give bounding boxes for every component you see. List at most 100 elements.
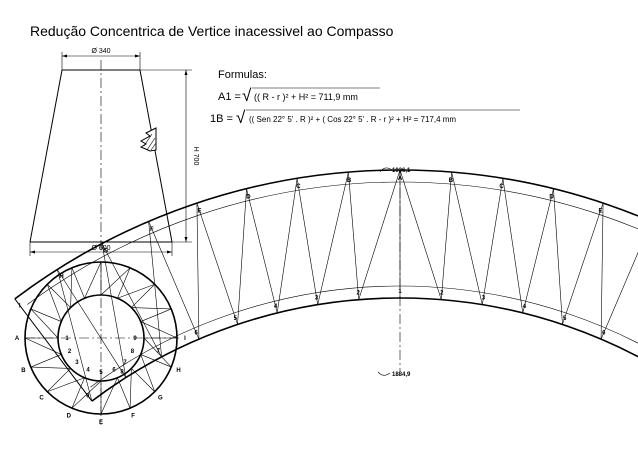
fold-line-diagonal [502, 178, 524, 313]
fold-line-straight [57, 269, 127, 378]
plan-inner-label: 5 [99, 370, 103, 376]
section-hatch-1 [143, 133, 153, 147]
height-dim-arrow-bottom [184, 237, 188, 242]
fold-line-diagonal [101, 243, 127, 378]
section-hatch-2 [146, 137, 156, 151]
plan-outer-label: E [99, 420, 103, 426]
outer-point-label: D [246, 194, 251, 200]
height-label: H 700 [192, 147, 199, 166]
elevation-view: Ø 340 Ø 600 H 700 [29, 48, 199, 256]
plan-outer-label: A [15, 336, 20, 342]
formulas-block: Formulas: A1 = √ (( R - r )² + H² = 711,… [210, 69, 520, 127]
facet-diagonal [71, 380, 102, 409]
facet-diagonal [100, 377, 118, 415]
outer-point-label: I [19, 303, 21, 309]
fold-line-diagonal [196, 203, 200, 340]
bottom-diameter-label: Ø 600 [91, 245, 110, 252]
facet-diagonal [30, 308, 59, 339]
fold-line-straight [482, 178, 504, 305]
plan-outer-label: G [158, 395, 163, 401]
facet-line [30, 308, 62, 322]
top-diameter-label: Ø 340 [91, 48, 110, 55]
inner-label-arc [90, 285, 638, 388]
height-dim-arrow-top [184, 70, 188, 75]
inner-point-label: 7 [157, 349, 161, 355]
outer-point-label: H [59, 274, 63, 280]
facet-diagonal [131, 307, 172, 310]
facet-diagonal [46, 284, 62, 322]
plan-inner-label: 1 [65, 336, 69, 342]
outer-point-label: B [347, 178, 352, 184]
fold-line-diagonal [451, 172, 483, 305]
plan-inner-label: 9 [133, 336, 137, 342]
inner-point-label: 5 [563, 316, 567, 322]
inner-arc [91, 297, 638, 402]
fold-line-diagonal [317, 172, 349, 305]
facet-diagonal [84, 261, 102, 299]
left-slant-edge [29, 69, 63, 243]
fold-line-diagonal [276, 178, 298, 313]
facet-diagonal [129, 368, 132, 409]
plan-outer-label: F [131, 414, 135, 420]
facet-line [117, 267, 131, 299]
outer-point-label: E [197, 209, 201, 215]
facet-diagonal [30, 366, 71, 369]
right-slant-edge [139, 69, 173, 243]
inner-point-label: 9 [86, 394, 90, 400]
facet-line [47, 368, 71, 392]
inner-point-label: 3 [482, 296, 486, 302]
facet-diagonal [47, 377, 85, 393]
facet-diagonal [24, 337, 62, 355]
fold-line-straight [522, 188, 554, 314]
fold-line-diagonal [148, 221, 162, 357]
facet-line [131, 368, 155, 392]
fold-line-diagonal [600, 203, 604, 340]
plan-outer-label: C [39, 395, 44, 401]
fold-line-diagonal [399, 169, 442, 300]
formula-1-body: (( R - r )² + H² = 711,9 mm [254, 92, 358, 102]
facet-line [71, 267, 85, 299]
plan-inner-label: 7 [123, 360, 127, 366]
outer-arc-mark-icon [377, 371, 391, 376]
plan-inner-label: 6 [112, 367, 116, 373]
outer-point-label: A [398, 176, 403, 182]
plan-inner-label: 4 [86, 367, 90, 373]
outer-label-arc [27, 181, 638, 305]
facet-diagonal [117, 283, 155, 299]
facet-line [131, 284, 155, 308]
fold-line-straight [562, 202, 604, 325]
outer-point-label: C [296, 184, 301, 190]
formula-1-prefix: A1 = [218, 91, 241, 103]
outer-point-label: B [449, 178, 454, 184]
inner-point-label: 6 [194, 331, 198, 337]
inner-point-label: 1 [398, 289, 402, 295]
fold-line-straight [148, 221, 200, 340]
facet-diagonal [143, 337, 172, 368]
plan-outer-label: H [176, 368, 180, 374]
plan-inner-label: 2 [68, 349, 72, 355]
facet-line [117, 377, 131, 409]
outer-arc-length-label: 1884,9 [392, 372, 411, 378]
fold-line-diagonal [237, 188, 247, 325]
fold-line-straight [246, 188, 278, 314]
fold-line-straight [196, 202, 238, 325]
formulas-heading: Formulas: [218, 69, 267, 81]
fold-line-straight [440, 172, 452, 300]
facet-diagonal [70, 267, 73, 308]
formula-2-prefix: 1B = [210, 113, 233, 125]
bottom-dim-arrow-left [30, 250, 35, 254]
facet-line [30, 354, 62, 368]
facet-diagonal [140, 354, 156, 392]
formula-2-sqrt-icon: √ [236, 108, 246, 127]
inner-point-label: 8 [120, 370, 124, 376]
fold-line-straight [600, 251, 638, 340]
inner-point-label: 4 [523, 304, 527, 310]
outer-point-label: D [549, 194, 554, 200]
facet-diagonal [140, 321, 178, 339]
facet-line [140, 308, 172, 322]
plan-inner-label: 8 [131, 349, 135, 355]
plan-inner-label: 3 [75, 360, 79, 366]
